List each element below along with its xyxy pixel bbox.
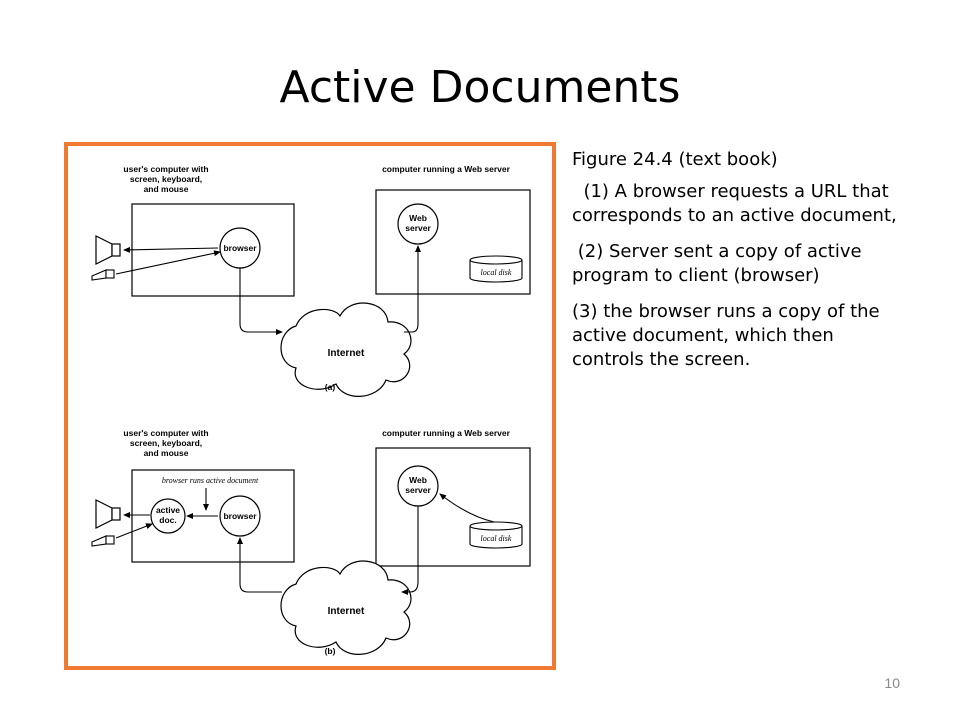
browser-node — [219, 495, 261, 537]
active-doc-label-line2: doc. — [159, 515, 176, 525]
slide-title: Active Documents — [279, 62, 681, 113]
keyboard-icon — [91, 535, 115, 547]
screen-icon — [95, 235, 121, 265]
web-server-label-line1: Web — [409, 213, 427, 223]
keyboard-icon — [91, 269, 115, 281]
client-label-line3: and mouse — [144, 184, 189, 194]
web-server-label-line1: Web — [409, 475, 427, 485]
server-computer-box — [375, 447, 531, 567]
client-label-line1: user's computer with — [123, 428, 208, 438]
panel-b: user's computer with screen, keyboard, a… — [91, 428, 531, 656]
web-server-label-line2: server — [405, 223, 431, 233]
screen-icon — [95, 499, 121, 529]
slide-number: 10 — [884, 675, 900, 691]
local-disk-icon — [469, 521, 523, 549]
figure-frame: user's computer with screen, keyboard, a… — [64, 142, 556, 670]
caption-heading: Figure 24.4 (text book) — [572, 149, 778, 170]
client-label-line2: screen, keyboard, — [130, 174, 202, 184]
web-server-label-line2: server — [405, 485, 431, 495]
browser-label: browser — [223, 243, 257, 253]
active-doc-label-line1: active — [156, 505, 180, 515]
client-label-line1: user's computer with — [123, 164, 208, 174]
panel-a-tag: (a) — [325, 382, 336, 392]
caption-step-3: (3) the browser runs a copy of the activ… — [572, 301, 886, 370]
internet-label: Internet — [328, 606, 365, 617]
server-label: computer running a Web server — [382, 428, 511, 438]
web-server-node — [397, 203, 439, 245]
internet-cloud — [280, 302, 412, 397]
caption-text: Figure 24.4 (text book) (1) A browser re… — [572, 148, 902, 384]
client-computer-box — [131, 203, 295, 297]
local-disk-icon — [469, 255, 523, 283]
local-disk-label: local disk — [481, 534, 512, 543]
active-doc-node — [150, 498, 186, 534]
runs-active-doc-label: browser runs active document — [162, 476, 259, 485]
architecture-diagram: user's computer with screen, keyboard, a… — [91, 164, 531, 656]
internet-cloud — [280, 560, 412, 655]
server-label: computer running a Web server — [382, 164, 511, 174]
client-label-line2: screen, keyboard, — [130, 438, 202, 448]
browser-label: browser — [223, 511, 257, 521]
caption-step-1: (1) A browser requests a URL that corres… — [572, 181, 897, 226]
server-computer-box — [375, 189, 531, 295]
caption-step-2: (2) Server sent a copy of active program… — [572, 241, 868, 286]
local-disk-label: local disk — [481, 268, 512, 277]
client-computer-box — [131, 469, 295, 563]
internet-label: Internet — [328, 348, 365, 359]
client-label-line3: and mouse — [144, 448, 189, 458]
panel-b-tag: (b) — [325, 646, 336, 656]
panel-a: user's computer with screen, keyboard, a… — [91, 164, 531, 397]
